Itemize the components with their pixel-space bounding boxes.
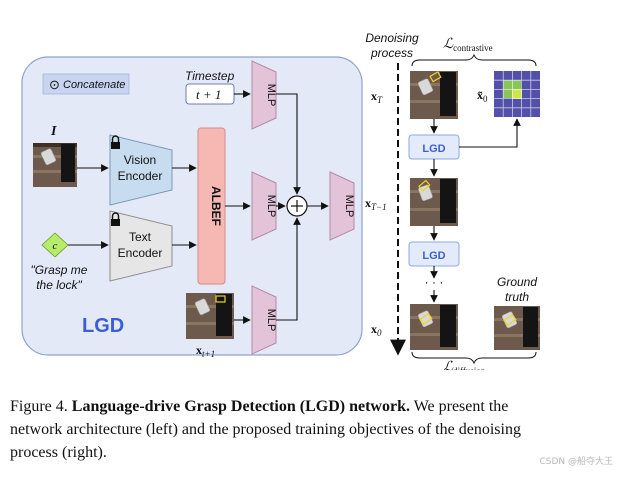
ground-truth-image xyxy=(494,306,540,350)
timestep-value: t + 1 xyxy=(196,87,221,102)
contrastive-brace xyxy=(411,53,537,67)
image-symbol: I xyxy=(50,124,57,139)
svg-text:LGD: LGD xyxy=(422,143,445,155)
figure-label: Figure 4. xyxy=(10,398,68,415)
text-encoder-lock-icon xyxy=(111,212,120,226)
ground-truth-line2: truth xyxy=(505,290,529,304)
denoising-label-line2: process xyxy=(370,46,413,60)
diffusion-brace xyxy=(411,351,537,365)
image-xT-minus-1 xyxy=(410,178,458,226)
text-prompt-badge: c xyxy=(41,232,69,258)
text-encoder: Text Encoder xyxy=(109,210,173,282)
svg-text:c: c xyxy=(53,240,58,252)
mlp-albef: MLP xyxy=(251,171,277,241)
lgd-box-1: LGD xyxy=(408,134,460,160)
svg-text:MLP: MLP xyxy=(265,195,277,218)
svg-text:Vision: Vision xyxy=(124,153,156,167)
svg-text:LGD: LGD xyxy=(422,250,445,262)
mlp-noisy-input: MLP xyxy=(251,285,277,355)
svg-text:Text: Text xyxy=(129,230,152,244)
lgd-panel xyxy=(21,56,363,356)
ellipsis: · · · xyxy=(425,275,444,289)
text-prompt-line2: the lock" xyxy=(36,278,82,292)
albef-block: ALBEF xyxy=(197,127,226,285)
vision-encoder-lock-icon xyxy=(111,135,120,149)
noisy-input-thumbnail xyxy=(186,293,234,339)
concatenate-symbol: ⊙ xyxy=(49,77,60,92)
watermark: CSDN @船夺大王 xyxy=(539,457,613,467)
concatenate-legend: ⊙ Concatenate xyxy=(42,73,130,95)
svg-text:ALBEF: ALBEF xyxy=(209,186,223,226)
x0-hat-label: x̃0 xyxy=(477,88,488,104)
lgd-architecture-diagram: ⊙ Concatenate Timestep t + 1 MLP MLP MLP… xyxy=(21,31,540,370)
lgd-panel-label: LGD xyxy=(82,315,124,337)
vision-encoder: Vision Encoder xyxy=(109,134,173,206)
text-prompt-line1: "Grasp me xyxy=(31,263,88,277)
xT-label: xT xyxy=(371,89,383,105)
svg-text:MLP: MLP xyxy=(343,195,355,218)
xT-minus-1-label: xT−1 xyxy=(365,196,387,212)
svg-text:Encoder: Encoder xyxy=(118,169,163,183)
svg-text:Encoder: Encoder xyxy=(118,246,163,260)
figure-title: Language-drive Grasp Detection (LGD) net… xyxy=(71,398,410,415)
input-image-thumbnail xyxy=(33,143,77,187)
svg-text:MLP: MLP xyxy=(265,84,277,107)
figure-caption: Figure 4. Language-drive Grasp Detection… xyxy=(10,395,530,464)
concatenate-label: Concatenate xyxy=(63,79,125,91)
lgd-box-2: LGD xyxy=(408,241,460,267)
figure-caption-body: We present the network architecture (lef… xyxy=(10,398,521,461)
left-panel-arrows xyxy=(68,90,329,324)
image-x0 xyxy=(410,304,458,350)
timestep-label: Timestep xyxy=(185,69,235,83)
mlp-timestep: MLP xyxy=(251,60,277,130)
right-side-arrows xyxy=(430,118,521,303)
loss-diffusion: ℒdiffusion xyxy=(443,360,486,370)
denoising-label-line1: Denoising xyxy=(365,31,419,45)
x0-label: x0 xyxy=(371,322,382,338)
loss-contrastive: ℒcontrastive xyxy=(443,37,493,53)
mlp-output: MLP xyxy=(329,171,355,241)
svg-text:MLP: MLP xyxy=(265,309,277,332)
image-xT xyxy=(410,71,458,119)
attention-grid xyxy=(494,71,540,117)
xt1-label: xt+1 xyxy=(196,343,215,359)
sum-node xyxy=(286,195,308,217)
ground-truth-line1: Ground xyxy=(497,275,537,289)
